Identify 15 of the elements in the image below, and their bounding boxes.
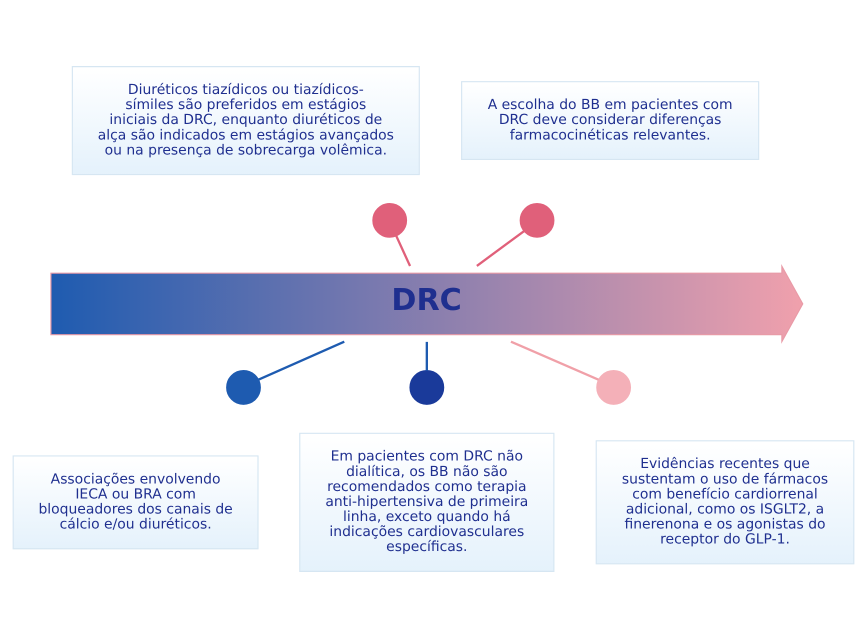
connector [395, 235, 412, 266]
node-box: Evidências recentes que sustentam o uso de fármacos com benefício cardiorrenal adicional, como os ISGLT2, a finerenona e os agonistas do receptor do GLP-1. [596, 440, 854, 564]
node-box: A escolha do BB em pacientes com DRC deve considerar diferenças farmacocinéticas relevantes. [461, 80, 760, 160]
node-box: Em pacientes com DRC não dialítica, os BB não são recomendados como terapia anti-hipertensiva de primeira linha, exceto quando há indicações cardiovasculares específicas. [299, 432, 554, 572]
connector [258, 340, 345, 380]
node-box: Diuréticos tiazídicos ou tiazídicos-símiles são preferidos em estágios iniciais da DRC, enquanto diuréticos de alça são indicados em estágios avançados ou na presença de sobrecarga volêmica. [72, 66, 420, 175]
connector [476, 230, 525, 266]
connector [426, 341, 428, 370]
node-box: Associações envolvendo IECA ou BRA com bloqueadores dos canais de cálcio e/ou diuréticos. [12, 454, 259, 549]
node-circle [520, 202, 554, 238]
connector [510, 340, 599, 380]
node-circle [226, 370, 261, 404]
node-circle [372, 202, 408, 238]
node-circle [409, 370, 444, 404]
node-circle [596, 370, 632, 404]
